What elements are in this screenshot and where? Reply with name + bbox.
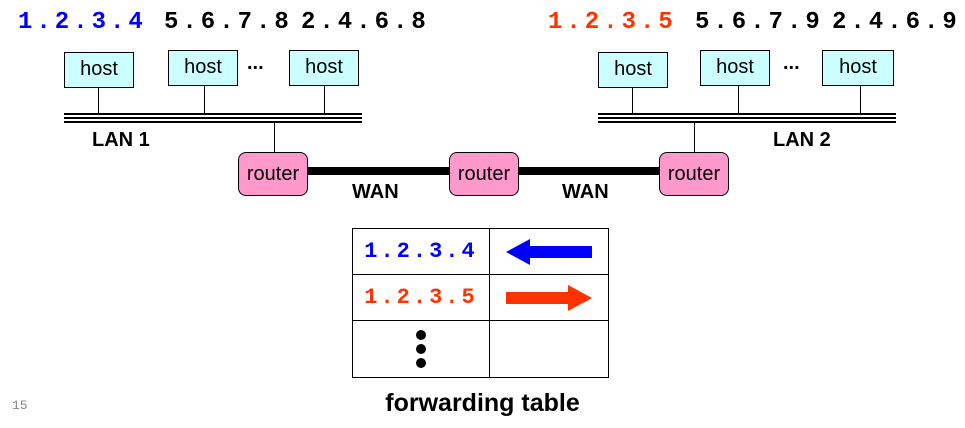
lan1-host-ellipsis: ... bbox=[247, 52, 264, 74]
lan1-router-drop bbox=[274, 122, 275, 154]
router-1: router bbox=[238, 152, 308, 196]
lan1-address-1: 1.2.3.4 bbox=[18, 9, 147, 36]
forwarding-table-caption: forwarding table bbox=[385, 389, 580, 417]
lan1-address-3: 2.4.6.8 bbox=[301, 9, 430, 36]
wan-link-2 bbox=[516, 167, 662, 175]
table-row bbox=[352, 320, 609, 378]
vertical-ellipsis-icon bbox=[416, 330, 426, 368]
lan2-label: LAN 2 bbox=[773, 129, 831, 151]
lan2-address-1: 1.2.3.5 bbox=[548, 9, 677, 36]
forwarding-direction-cell bbox=[489, 274, 609, 321]
forwarding-table: 1.2.3.4 1.2.3.5 bbox=[352, 228, 609, 378]
lan1-host-3-drop bbox=[324, 86, 325, 114]
lan2-router-drop bbox=[694, 122, 695, 154]
router-3: router bbox=[659, 152, 729, 196]
lan1-address-2: 5.6.7.8 bbox=[164, 9, 293, 36]
forwarding-direction-cell bbox=[489, 320, 609, 378]
lan1-host-2: host bbox=[168, 50, 238, 86]
slide-number: 15 bbox=[12, 398, 28, 413]
lan2-host-3-drop bbox=[860, 86, 861, 114]
lan1-label: LAN 1 bbox=[92, 129, 150, 151]
lan2-host-1-drop bbox=[632, 88, 633, 114]
lan2-host-1: host bbox=[598, 52, 668, 88]
lan2-host-2-drop bbox=[738, 86, 739, 114]
arrow-left-icon bbox=[506, 238, 592, 265]
lan2-address-3: 2.4.6.9 bbox=[832, 9, 961, 36]
lan2-host-3: host bbox=[822, 50, 894, 86]
forwarding-address-cell: 1.2.3.4 bbox=[352, 228, 490, 275]
lan1-host-1: host bbox=[64, 52, 134, 88]
lan1-host-3: host bbox=[289, 50, 359, 86]
lan2-host-ellipsis: ... bbox=[783, 52, 800, 74]
lan2-bus bbox=[598, 113, 896, 123]
wan-label-2: WAN bbox=[562, 181, 609, 203]
lan1-bus bbox=[64, 113, 362, 123]
table-row: 1.2.3.4 bbox=[352, 228, 609, 275]
forwarding-direction-cell bbox=[489, 228, 609, 275]
arrow-right-icon bbox=[506, 284, 592, 311]
lan2-host-2: host bbox=[700, 50, 770, 86]
lan1-host-1-drop bbox=[98, 88, 99, 114]
forwarding-address-cell: 1.2.3.5 bbox=[352, 274, 490, 321]
router-2: router bbox=[449, 152, 519, 196]
wan-label-1: WAN bbox=[352, 181, 399, 203]
wan-link-1 bbox=[306, 167, 452, 175]
forwarding-address: 1.2.3.5 bbox=[364, 285, 478, 310]
forwarding-address-cell bbox=[352, 320, 490, 378]
forwarding-address: 1.2.3.4 bbox=[364, 239, 478, 264]
lan2-address-2: 5.6.7.9 bbox=[695, 9, 824, 36]
lan1-host-2-drop bbox=[204, 86, 205, 114]
table-row: 1.2.3.5 bbox=[352, 274, 609, 321]
